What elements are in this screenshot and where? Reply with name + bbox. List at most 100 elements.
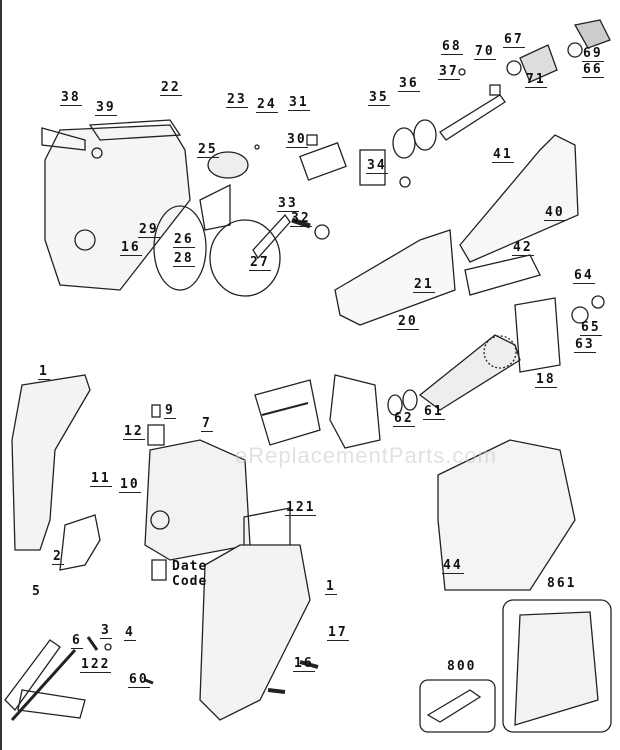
washer-36 (413, 119, 437, 151)
part-label-7: 7 (201, 416, 213, 432)
baffle-63 (514, 297, 561, 373)
gear-27 (209, 219, 281, 297)
part-label-25: 25 (197, 142, 219, 158)
part-label-121: 121 (285, 500, 317, 516)
brush-holder-12 (147, 424, 165, 446)
part-label-16: 16 (120, 240, 142, 256)
bracket-42 (464, 254, 541, 296)
sleeve-67 (506, 60, 522, 76)
part-label-1-left: 1 (38, 364, 50, 380)
motor-vent (150, 510, 170, 530)
part-label-66: 66 (582, 62, 604, 78)
part-label-61: 61 (423, 404, 445, 420)
part-label-23: 23 (226, 92, 248, 108)
part-68 (458, 68, 466, 76)
part-label-40: 40 (544, 205, 566, 221)
part-label-33: 33 (277, 196, 299, 212)
spring-31 (306, 134, 318, 146)
part-label-69: 69 (582, 46, 604, 62)
bearing-64 (591, 295, 605, 309)
part-label-21: 21 (413, 277, 435, 293)
part-label-122: 122 (80, 657, 112, 673)
housing-half-right (199, 544, 311, 721)
part-label-4: 4 (124, 625, 136, 641)
bearing-plate (329, 374, 381, 449)
arm (252, 213, 291, 260)
armature (418, 334, 521, 411)
brush-9 (151, 404, 161, 418)
part-label-6: 6 (71, 633, 83, 649)
part-label-2: 2 (52, 549, 64, 565)
part-label-71: 71 (525, 72, 547, 88)
screw-17 (299, 660, 319, 669)
part-label-12: 12 (123, 424, 145, 440)
switch-2 (59, 514, 101, 571)
gear-housing-cover-44 (437, 439, 576, 591)
part-label-34: 34 (366, 158, 388, 174)
plate-25 (199, 183, 231, 231)
part-label-16-lower: 16 (293, 656, 315, 672)
part-label-44: 44 (442, 558, 464, 574)
part-60 (144, 678, 154, 685)
part-label-68: 68 (441, 39, 463, 55)
washer-61 (387, 394, 403, 416)
part-label-38: 38 (60, 90, 82, 106)
disc-26 (153, 205, 207, 291)
part-label-9: 9 (164, 403, 176, 419)
part-label-60: 60 (128, 672, 150, 688)
watermark: eReplacementParts.com (235, 443, 497, 468)
housing-half-left (11, 374, 91, 551)
block (359, 149, 386, 186)
part-label-63: 63 (574, 337, 596, 353)
part-label-800: 800 (447, 659, 477, 674)
kit-800-box (419, 679, 496, 733)
part-label-28: 28 (173, 251, 195, 267)
clamp-71 (519, 44, 558, 83)
field-coil (254, 379, 321, 446)
part-label-41: 41 (492, 147, 514, 163)
screw-4 (104, 643, 112, 651)
part-label-30: 30 (286, 132, 308, 148)
part-label-3: 3 (100, 623, 112, 639)
date-code-label-line2: Code (172, 574, 208, 589)
bushing-39 (91, 147, 103, 159)
part-label-37: 37 (438, 64, 460, 80)
part-label-31: 31 (288, 95, 310, 111)
date-code-label-line1: Date (172, 559, 208, 574)
screw-24 (254, 144, 260, 150)
part-label-70: 70 (474, 44, 496, 60)
part-label-17: 17 (327, 625, 349, 641)
part-label-26: 26 (173, 232, 195, 248)
label-122 (17, 689, 86, 719)
part-label-65: 65 (580, 320, 602, 336)
case-861 (514, 611, 599, 726)
cap-23 (207, 151, 249, 179)
part-label-64: 64 (573, 268, 595, 284)
part-label-24: 24 (256, 97, 278, 113)
part-label-62: 62 (393, 411, 415, 427)
part-label-20: 20 (397, 314, 419, 330)
guide-41 (459, 134, 579, 263)
gear-case-22 (44, 119, 191, 291)
pin-33 (291, 217, 311, 229)
screw-16b (267, 688, 286, 694)
clamp-3 (86, 636, 99, 651)
washer-62 (402, 389, 418, 411)
cord-6 (10, 648, 77, 722)
bearing-34 (399, 176, 411, 188)
washer-35 (392, 127, 416, 159)
part-label-67: 67 (503, 32, 525, 48)
part-label-1-right: 1 (325, 579, 337, 595)
part-label-39: 39 (95, 100, 117, 116)
part-label-27: 27 (249, 255, 271, 271)
part-label-42: 42 (512, 240, 534, 256)
cord-protector-5 (4, 639, 61, 712)
kit-800-tool (426, 689, 482, 723)
rod (261, 402, 309, 416)
part-label-29: 29 (138, 222, 160, 238)
part-label-861: 861 (547, 576, 577, 591)
part-label-22: 22 (160, 80, 182, 96)
part-label-36: 36 (398, 76, 420, 92)
